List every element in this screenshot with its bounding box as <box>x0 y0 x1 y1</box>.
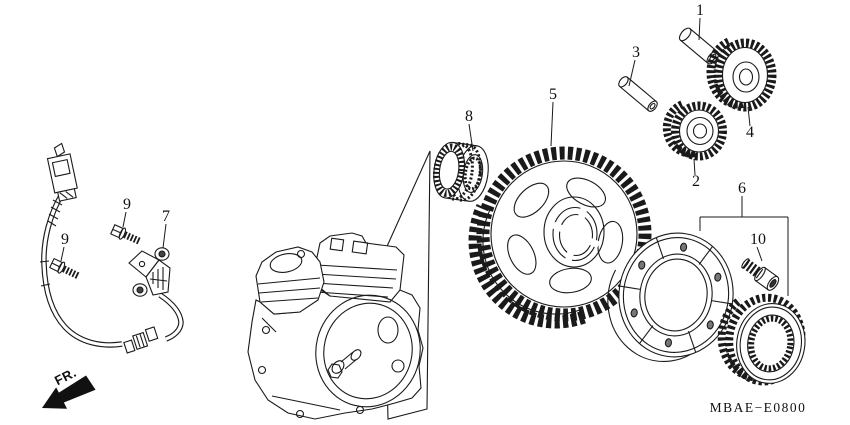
callout-10: 10 <box>750 231 766 248</box>
figure-code: MBAE−E0800 <box>709 400 807 415</box>
engine-case <box>247 232 424 420</box>
callout-1: 1 <box>696 2 704 19</box>
sensor-connector <box>46 142 78 202</box>
sensor-cable <box>39 192 184 348</box>
callout-8: 8 <box>465 108 473 125</box>
callout-2: 2 <box>692 173 700 190</box>
callout-7: 7 <box>162 208 170 225</box>
callout-3: 3 <box>632 44 640 61</box>
part-5-driven-gear <box>468 146 652 329</box>
front-direction-arrow: FR. <box>42 365 96 409</box>
part-6-one-way-clutch <box>717 293 806 386</box>
part-9-bolt-a <box>110 224 142 245</box>
part-4-idle-gear <box>706 37 777 112</box>
callout-9b: 9 <box>61 231 69 248</box>
leader-lines <box>60 17 789 296</box>
callout-9a: 9 <box>123 196 131 213</box>
part-10-socket-bolt <box>741 258 780 291</box>
callout-6: 6 <box>738 180 746 197</box>
part-9-bolt-b <box>48 257 81 280</box>
callout-5: 5 <box>549 86 557 103</box>
part-2-idle-gear <box>662 100 727 161</box>
part-1-collar-pin <box>678 27 720 65</box>
part-3-collar <box>618 76 658 112</box>
part-6-clutch-outer-plate <box>607 232 734 363</box>
cable-boot <box>123 326 159 354</box>
part-8-needle-bearing <box>433 141 489 202</box>
callout-4: 4 <box>746 124 754 141</box>
part-7-pulse-sensor <box>128 247 171 297</box>
